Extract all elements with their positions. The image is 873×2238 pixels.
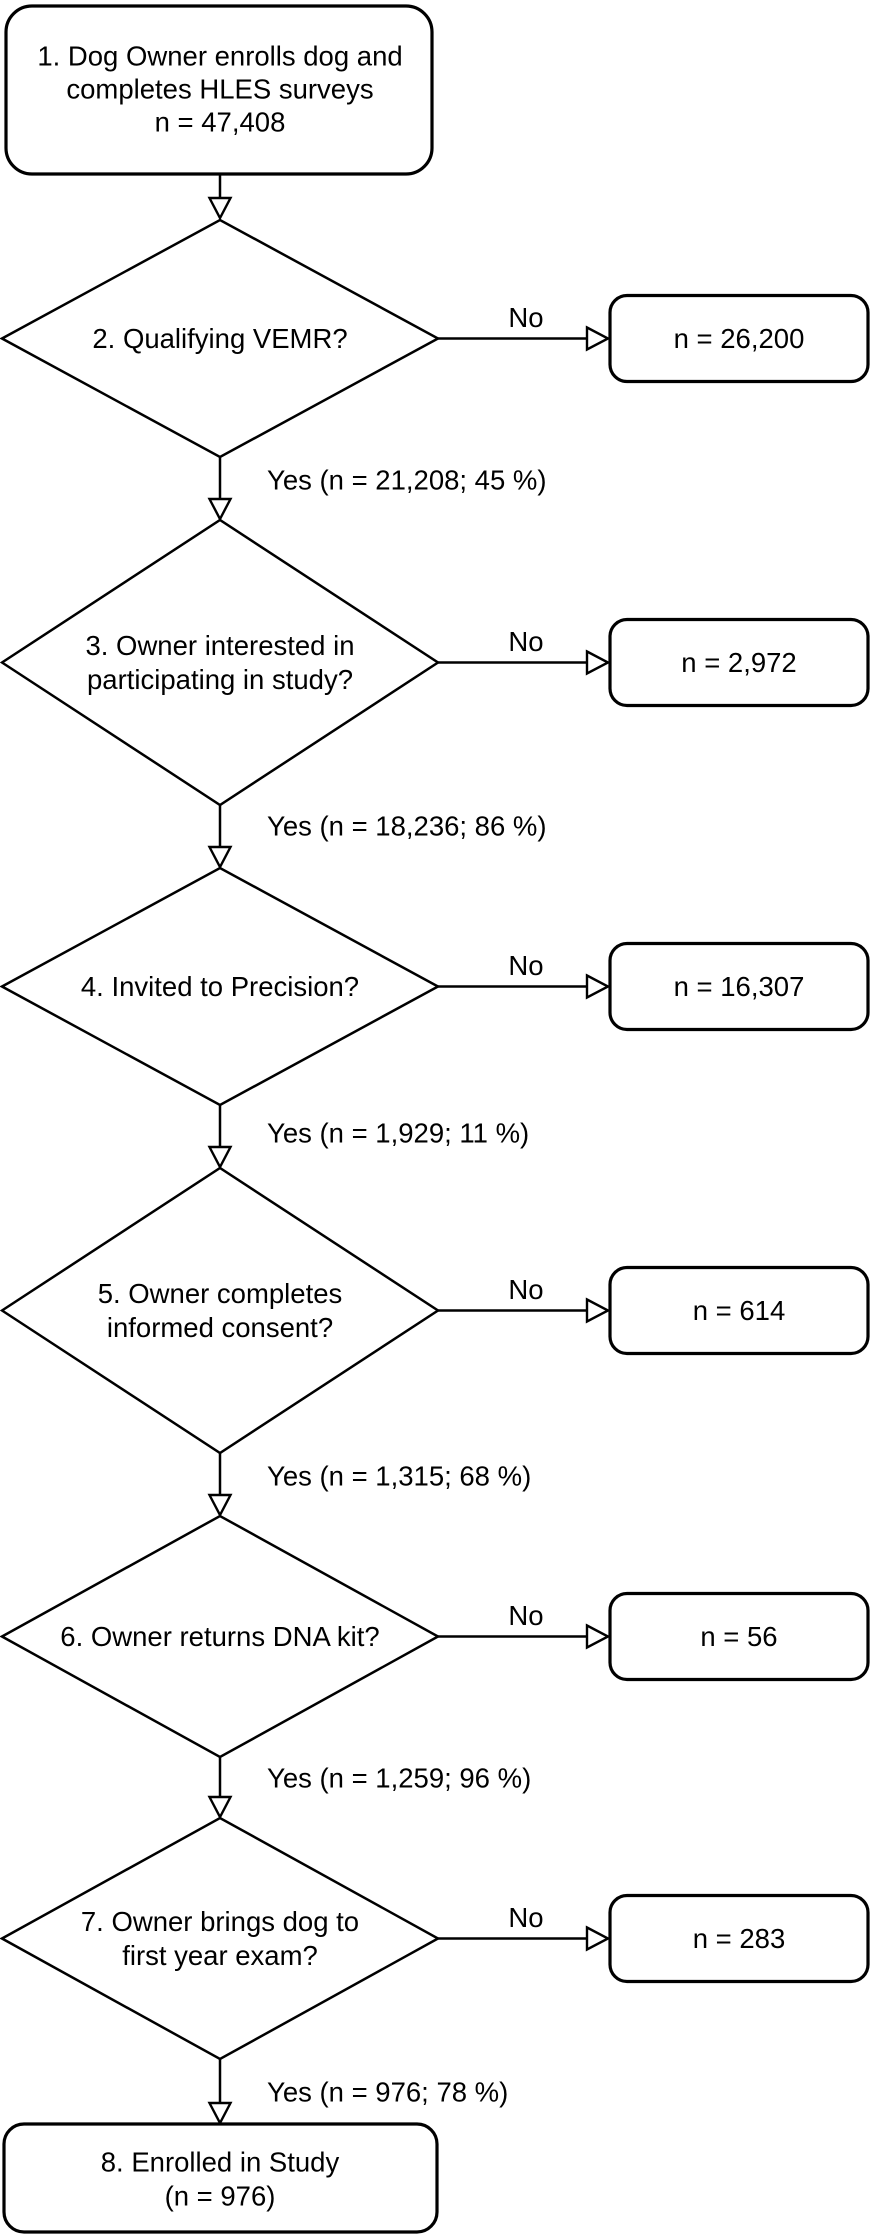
no-result-value: n = 614: [693, 1295, 786, 1326]
start-node-line-1: 1. Dog Owner enrolls dog and: [37, 41, 402, 72]
no-branch-label: No: [508, 626, 543, 657]
no-result-box: [608, 1591, 870, 1682]
decision-5-question-line-1: 5. Owner completes: [98, 1278, 343, 1309]
start-node-line-3: n = 47,408: [155, 107, 286, 138]
no-result-value: n = 2,972: [681, 647, 796, 678]
no-result-box: [608, 617, 870, 708]
end-node-line-2: (n = 976): [165, 2181, 276, 2212]
arrowhead-right-icon: [585, 1297, 611, 1324]
arrowhead-right-icon: [585, 325, 611, 352]
yes-branch-label: Yes (n = 976; 78 %): [267, 2077, 508, 2108]
arrowhead-right-icon: [585, 1925, 611, 1952]
end-node-line-1: 8. Enrolled in Study: [101, 2147, 340, 2178]
arrowhead-right-icon: [585, 1623, 611, 1650]
decision-7-question-line-1: 7. Owner brings dog to: [81, 1906, 359, 1937]
yes-branch-label: Yes (n = 1,929; 11 %): [267, 1118, 529, 1149]
no-branch-label: No: [508, 1274, 543, 1305]
decision-7: 7. Owner brings dog to first year exam? …: [0, 1816, 870, 2126]
yes-branch-label: Yes (n = 1,259; 96 %): [267, 1763, 531, 1794]
decision-6-question: 6. Owner returns DNA kit?: [60, 1621, 379, 1652]
no-branch-label: No: [508, 1902, 543, 1933]
decision-3-question-line-1: 3. Owner interested in: [85, 630, 354, 661]
no-branch-label: No: [508, 950, 543, 981]
arrowhead-down-icon: [207, 1795, 233, 1820]
arrowhead-down-icon: [207, 497, 233, 522]
decision-4: 4. Invited to Precision? No n = 16,307 Y…: [0, 866, 870, 1170]
decision-3: 3. Owner interested in participating in …: [0, 518, 870, 870]
start-node-line-2: completes HLES surveys: [66, 74, 373, 105]
decision-7-diamond: [0, 1816, 441, 2061]
decision-5-question-line-2: informed consent?: [107, 1312, 333, 1343]
no-result-box: [608, 293, 870, 384]
decision-3-diamond: [0, 518, 441, 807]
no-result-value: n = 26,200: [674, 323, 805, 354]
decision-2: 2. Qualifying VEMR? No n = 26,200 Yes (n…: [0, 218, 870, 522]
no-branch-label: No: [508, 1600, 543, 1631]
end-node: 8. Enrolled in Study (n = 976): [2, 2122, 439, 2234]
decision-6: 6. Owner returns DNA kit? No n = 56 Yes …: [0, 1514, 870, 1820]
arrowhead-down-icon: [207, 845, 233, 870]
end-node-box: [2, 2122, 439, 2234]
yes-branch-label: Yes (n = 21,208; 45 %): [267, 465, 547, 496]
no-result-value: n = 56: [700, 1621, 777, 1652]
no-result-value: n = 16,307: [674, 971, 805, 1002]
no-result-box: [608, 1893, 870, 1984]
start-node: 1. Dog Owner enrolls dog and completes H…: [4, 4, 434, 221]
arrowhead-down-icon: [207, 196, 233, 221]
yes-branch-label: Yes (n = 1,315; 68 %): [267, 1461, 531, 1492]
decision-7-question-line-2: first year exam?: [122, 1940, 318, 1971]
arrowhead-down-icon: [207, 1145, 233, 1170]
arrowhead-down-icon: [207, 2101, 233, 2126]
decision-5: 5. Owner completes informed consent? No …: [0, 1166, 870, 1518]
no-result-box: [608, 1265, 870, 1356]
arrowhead-right-icon: [585, 649, 611, 676]
decision-5-diamond: [0, 1166, 441, 1455]
arrowhead-right-icon: [585, 973, 611, 1000]
decision-2-question: 2. Qualifying VEMR?: [92, 323, 347, 354]
decision-3-question-line-2: participating in study?: [87, 664, 353, 695]
no-result-value: n = 283: [693, 1923, 786, 1954]
decision-4-question: 4. Invited to Precision?: [81, 971, 359, 1002]
no-branch-label: No: [508, 302, 543, 333]
arrowhead-down-icon: [207, 1493, 233, 1518]
yes-branch-label: Yes (n = 18,236; 86 %): [267, 811, 547, 842]
no-result-box: [608, 941, 870, 1032]
